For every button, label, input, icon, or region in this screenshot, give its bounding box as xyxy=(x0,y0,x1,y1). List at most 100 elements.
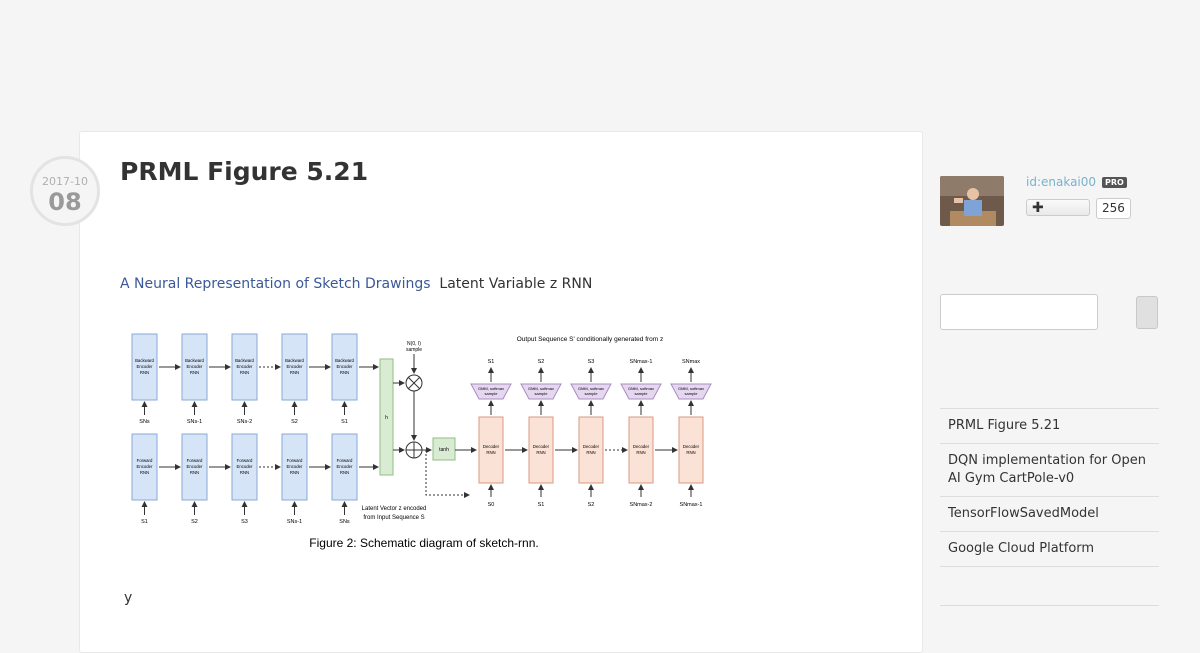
gmm-label: sample xyxy=(635,391,649,396)
forward-encoder-block xyxy=(331,433,358,501)
gmm-label: sample xyxy=(535,391,549,396)
normal-sample-label: N(0, I) xyxy=(407,341,421,347)
decoder-label: RNN xyxy=(536,450,545,455)
decoder-label: Decoder xyxy=(483,444,500,449)
backward-input-label: SNs xyxy=(139,419,150,425)
gmm-sample-block xyxy=(620,383,662,400)
backward-input-label: SNs-2 xyxy=(237,419,252,425)
forward-encoder-label: Encoder xyxy=(186,464,203,469)
decoder-block xyxy=(578,416,604,484)
subscribe-button[interactable]: ✚ xyxy=(1026,199,1090,216)
decoder-output-label: S1 xyxy=(488,359,495,365)
backward-encoder-label: Backward xyxy=(335,358,354,363)
forward-input-label: S3 xyxy=(241,519,248,525)
gmm-label: GMM, softmax xyxy=(578,386,604,391)
forward-encoder-block xyxy=(231,433,258,501)
forward-encoder-label: Forward xyxy=(237,458,253,463)
backward-encoder-label: Encoder xyxy=(186,364,203,369)
decoder-input-label: SNmax-1 xyxy=(680,502,703,508)
entry-title[interactable]: PRML Figure 5.21 xyxy=(120,157,369,186)
decoder-output-label: SNmax xyxy=(682,359,700,365)
decoder-output-label: S2 xyxy=(538,359,545,365)
forward-encoder-label: RNN xyxy=(140,470,149,475)
paper-link[interactable]: A Neural Representation of Sketch Drawin… xyxy=(120,276,431,292)
user-id-link[interactable]: id:enakai00 PRO xyxy=(1026,175,1127,189)
backward-input-label: S2 xyxy=(291,419,298,425)
forward-encoder-label: Encoder xyxy=(136,464,153,469)
forward-encoder-label: RNN xyxy=(290,470,299,475)
decoder-block xyxy=(628,416,654,484)
recent-entry-item[interactable]: DQN implementation for Open AI Gym CartP… xyxy=(940,444,1159,497)
decoder-input-label: S1 xyxy=(538,502,545,508)
forward-input-label: SNs-1 xyxy=(287,519,302,525)
gmm-sample-block xyxy=(670,383,712,400)
backward-encoder-label: Encoder xyxy=(136,364,153,369)
tanh-block xyxy=(432,437,456,461)
backward-encoder-label: Backward xyxy=(285,358,304,363)
tanh-label: tanh xyxy=(439,447,449,453)
latent-note-2: from Input Sequence S xyxy=(363,515,424,521)
gmm-sample-block xyxy=(570,383,612,400)
gmm-label: GMM, softmax xyxy=(478,386,504,391)
decoder-label: Decoder xyxy=(633,444,650,449)
decoder-input-label: SNmax-2 xyxy=(630,502,653,508)
gmm-label: GMM, softmax xyxy=(528,386,554,391)
pro-badge: PRO xyxy=(1102,177,1127,188)
decoder-input-label: S0 xyxy=(488,502,495,508)
backward-encoder-label: Encoder xyxy=(336,364,353,369)
decoder-label: RNN xyxy=(586,450,595,455)
recent-entry-item[interactable]: PRML Figure 5.21 xyxy=(940,409,1159,444)
forward-encoder-label: Encoder xyxy=(286,464,303,469)
entry-date-year-month: 2017-10 xyxy=(42,175,88,188)
forward-encoder-block xyxy=(131,433,158,501)
decoder-output-label: S3 xyxy=(588,359,595,365)
decoder-input-label: S2 xyxy=(588,502,595,508)
forward-encoder-block xyxy=(181,433,208,501)
entry-intro-paragraph: A Neural Representation of Sketch Drawin… xyxy=(120,276,592,292)
backward-encoder-label: RNN xyxy=(240,370,249,375)
forward-encoder-label: RNN xyxy=(190,470,199,475)
forward-encoder-label: Forward xyxy=(137,458,153,463)
forward-encoder-label: Forward xyxy=(287,458,303,463)
forward-encoder-block xyxy=(281,433,308,501)
backward-encoder-label: RNN xyxy=(190,370,199,375)
subscriber-count: 256 xyxy=(1096,198,1131,219)
decoder-label: RNN xyxy=(686,450,695,455)
forward-encoder-label: RNN xyxy=(240,470,249,475)
forward-encoder-label: RNN xyxy=(340,470,349,475)
decoder-label: Decoder xyxy=(583,444,600,449)
entry-date-day: 08 xyxy=(48,188,82,216)
latent-note-1: Latent Vector z encoded xyxy=(362,506,427,512)
gmm-sample-block xyxy=(520,383,562,400)
recent-entry-item[interactable]: TensorFlowSavedModel xyxy=(940,497,1159,532)
recent-entries-list: PRML Figure 5.21 DQN implementation for … xyxy=(940,408,1159,567)
figure-caption: Figure 2: Schematic diagram of sketch-rn… xyxy=(309,536,538,550)
recent-entry-item[interactable]: Google Cloud Platform xyxy=(940,532,1159,567)
backward-encoder-block xyxy=(181,333,208,401)
search-input[interactable] xyxy=(940,294,1098,330)
normal-sample-label-2: sample xyxy=(406,347,422,353)
backward-encoder-block xyxy=(281,333,308,401)
forward-encoder-label: Encoder xyxy=(236,464,253,469)
backward-encoder-label: Backward xyxy=(235,358,254,363)
forward-input-label: S2 xyxy=(191,519,198,525)
gmm-label: GMM, softmax xyxy=(628,386,654,391)
backward-encoder-label: Encoder xyxy=(236,364,253,369)
decoder-output-label: SNmax-1 xyxy=(630,359,653,365)
latent-h-label: h xyxy=(385,415,388,421)
backward-encoder-label: RNN xyxy=(140,370,149,375)
gmm-label: GMM, softmax xyxy=(678,386,704,391)
gmm-label: sample xyxy=(485,391,499,396)
intro-text: Latent Variable z RNN xyxy=(439,276,593,292)
latent-h-block xyxy=(379,358,394,476)
trailing-text: y xyxy=(124,590,133,606)
decoder-label: Decoder xyxy=(683,444,700,449)
search-button[interactable] xyxy=(1136,296,1158,329)
avatar[interactable] xyxy=(940,176,1004,226)
user-id-text[interactable]: id:enakai00 xyxy=(1026,175,1097,189)
decoder-label: RNN xyxy=(486,450,495,455)
decoder-block xyxy=(478,416,504,484)
forward-input-label: S1 xyxy=(141,519,148,525)
gmm-label: sample xyxy=(585,391,599,396)
decoder-block xyxy=(528,416,554,484)
